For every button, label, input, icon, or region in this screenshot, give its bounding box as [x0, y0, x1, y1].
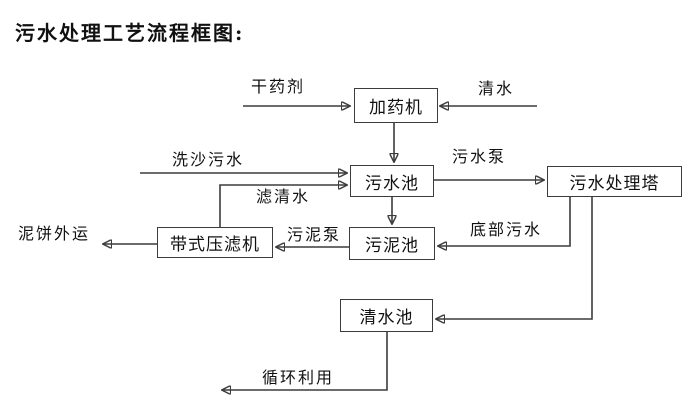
edge-clean-water-pool-to-recycling	[223, 332, 388, 390]
flow-label-recycling: 循环利用	[262, 368, 335, 387]
node-sewage-treatment-tower: 污水处理塔	[547, 166, 682, 197]
edge-bottom-sewage-tower-to-sludge-pool	[439, 197, 571, 246]
flow-label-bottom-sewage: 底部污水	[470, 220, 543, 239]
node-belt-filter-press: 带式压滤机	[157, 227, 273, 258]
flow-label-mud-cake-outbound: 泥饼外运	[18, 224, 91, 243]
node-sewage-treatment-tower-label: 污水处理塔	[569, 174, 660, 194]
node-belt-filter-press-label: 带式压滤机	[170, 235, 260, 255]
node-clean-water-pool-label: 清水池	[359, 308, 414, 328]
flow-label-dry-chemical: 干药剂	[251, 77, 306, 96]
flow-label-clean-water: 清水	[478, 79, 515, 98]
edge-tower-to-clean-water-pool	[437, 197, 593, 319]
node-sludge-pool-label: 污泥池	[365, 236, 419, 256]
flow-label-sand-washing-sewage: 洗沙污水	[172, 150, 245, 169]
diagram-title: 污水处理工艺流程框图:	[15, 21, 245, 45]
flow-label-filtered-water: 滤清水	[256, 187, 311, 206]
edge-filtered-water-belt-press-to-sewage-pool	[219, 185, 346, 227]
flow-label-sewage-pump: 污水泵	[452, 147, 507, 166]
node-sewage-pool-label: 污水池	[365, 173, 419, 194]
node-clean-water-pool: 清水池	[340, 299, 433, 332]
flow-label-sludge-pump: 污泥泵	[287, 225, 342, 244]
node-dosing-machine: 加药机	[354, 88, 438, 123]
node-sewage-pool: 污水池	[350, 165, 434, 197]
node-dosing-machine-label: 加药机	[369, 98, 423, 118]
node-sludge-pool: 污泥池	[349, 227, 435, 260]
